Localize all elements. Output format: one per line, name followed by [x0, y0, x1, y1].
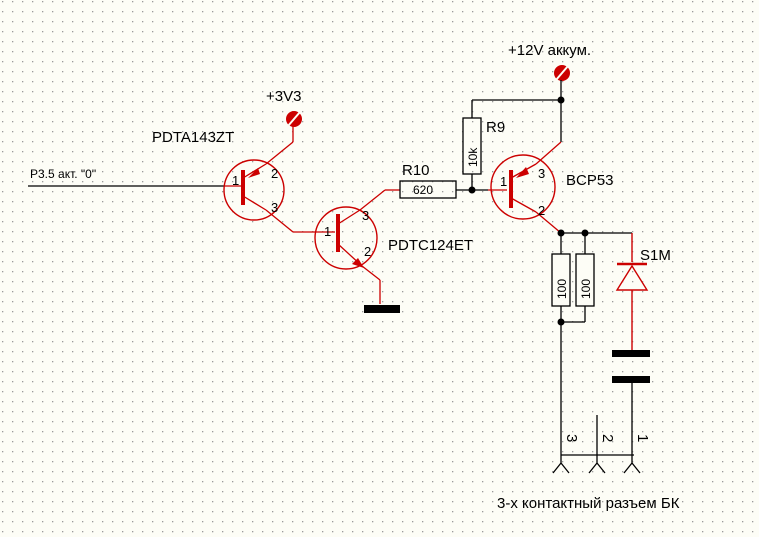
transistor-q1: 1 2 3 PDTA143ZT — [152, 124, 310, 233]
q1-label: PDTA143ZT — [152, 129, 234, 146]
connector-caption: 3-х контактный разъем БК — [497, 495, 680, 512]
input-net: P3.5 акт. "0" — [28, 167, 224, 187]
junction-12v — [557, 96, 565, 104]
resistor-r9: 10k R9 — [462, 99, 561, 190]
q2-pin2: 2 — [364, 244, 371, 259]
q2-pin3: 3 — [362, 208, 369, 223]
q3-pin3: 3 — [538, 166, 545, 181]
supply-3v3: +3V3 — [266, 88, 302, 127]
resistor-r10: 620 R10 — [399, 162, 488, 199]
connector-pin-3: 3 — [563, 434, 580, 442]
r9-label: R9 — [486, 119, 505, 136]
q2-pin1: 1 — [324, 224, 331, 239]
q3-label: BCP53 — [566, 172, 614, 189]
connector: 3 2 1 3-х контактный разъем БК — [497, 415, 680, 512]
supply-3v3-label: +3V3 — [266, 88, 301, 105]
diode-s1m: S1M — [615, 233, 671, 352]
r10-label: R10 — [402, 162, 430, 179]
supply-12v-label: +12V аккум. — [508, 42, 591, 59]
connector-pin-2: 2 — [599, 434, 616, 442]
q1-pin3: 3 — [271, 200, 278, 215]
q2-label: PDTC124ET — [388, 237, 473, 254]
capacitor — [612, 350, 650, 455]
ground-symbol — [364, 305, 400, 313]
transistor-q3: 1 2 3 BCP53 — [488, 141, 614, 234]
q1-pin2: 2 — [271, 166, 278, 181]
input-net-label: P3.5 акт. "0" — [30, 167, 96, 181]
transistor-q2: 1 2 3 PDTC124ET — [310, 189, 473, 304]
resistor-100-b: 100 — [575, 253, 595, 307]
q1-pin1: 1 — [232, 173, 239, 188]
connector-pin-1: 1 — [634, 434, 651, 442]
diode-label: S1M — [640, 247, 671, 264]
r10-value: 620 — [413, 183, 433, 197]
supply-12v: +12V аккум. — [508, 42, 591, 142]
rb-value: 100 — [579, 279, 593, 299]
q3-pin2: 2 — [538, 203, 545, 218]
q3-pin1: 1 — [500, 174, 507, 189]
resistor-100-a: 100 — [551, 253, 571, 307]
r9-value: 10k — [466, 147, 480, 167]
ra-value: 100 — [555, 279, 569, 299]
